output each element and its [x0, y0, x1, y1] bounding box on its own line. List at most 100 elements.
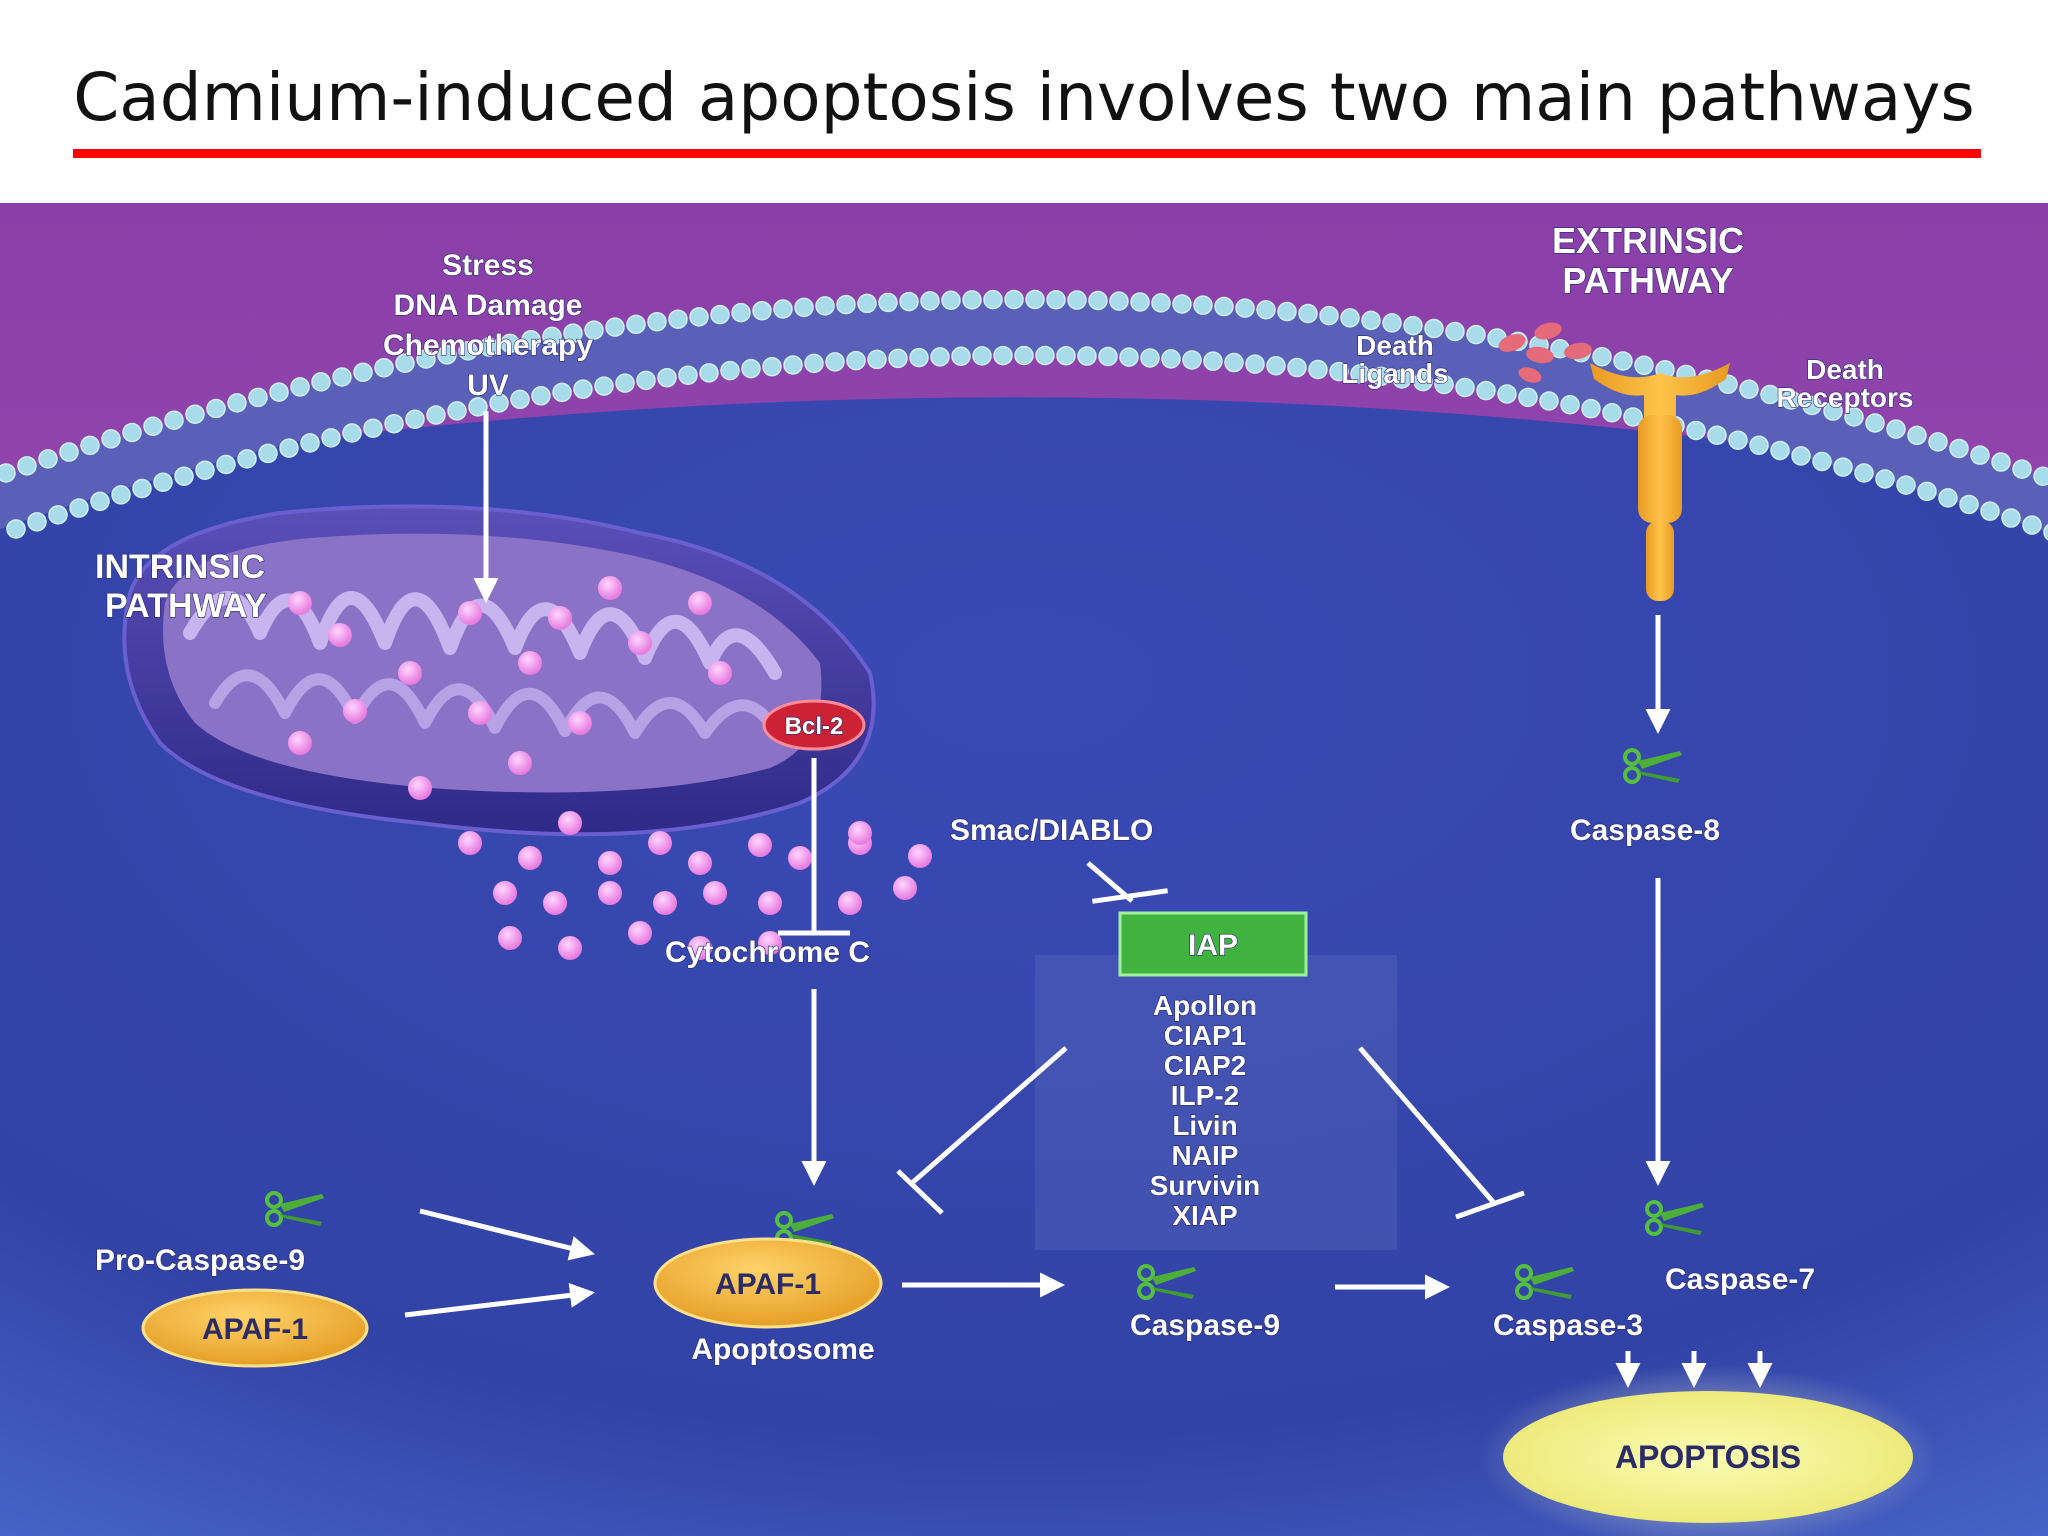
membrane-bead — [1518, 387, 1538, 408]
membrane-bead — [1875, 469, 1895, 489]
membrane-bead — [1056, 345, 1076, 366]
apaf1-complex-badge — [653, 1237, 883, 1329]
membrane-bead — [2001, 508, 2021, 528]
membrane-bead — [1812, 451, 1832, 472]
membrane-bead — [1256, 299, 1276, 320]
membrane-bead — [531, 386, 551, 406]
membrane-bead — [962, 290, 982, 310]
membrane-bead — [1739, 379, 1759, 400]
membrane-bead — [479, 337, 499, 357]
membrane-bead — [143, 416, 163, 437]
membrane-bead — [846, 350, 866, 371]
membrane-bead — [1014, 345, 1034, 366]
iap-member-naip: NAIP — [1172, 1140, 1239, 1171]
membrane-bead — [2043, 523, 2048, 541]
membrane-bead — [1728, 430, 1748, 450]
membrane-bead — [1025, 289, 1045, 310]
iap-member-apollon: Apollon — [1153, 990, 1257, 1021]
membrane-bead — [647, 311, 667, 332]
membrane-bead — [1623, 407, 1643, 427]
membrane-bead — [909, 347, 929, 368]
membrane-bead — [1854, 463, 1874, 483]
membrane-bead — [1539, 391, 1559, 411]
membrane-bead — [1308, 359, 1328, 380]
membrane-bead — [1350, 364, 1370, 384]
membrane-bead — [1592, 346, 1612, 367]
cytochrome-c-dot — [328, 623, 352, 647]
membrane-bead — [605, 317, 625, 337]
membrane-bead — [930, 347, 950, 367]
membrane-bead — [857, 293, 877, 314]
membrane-bead — [720, 360, 740, 381]
membrane-bead — [920, 291, 940, 311]
cytochrome-c-dot — [543, 891, 567, 915]
title-underline — [73, 149, 1981, 158]
membrane-bead — [626, 314, 646, 335]
membrane-bead — [1203, 351, 1223, 371]
cytochrome-c-dot — [548, 606, 572, 630]
membrane-bead — [426, 405, 446, 425]
pathway-arrows — [404, 411, 1773, 1388]
membrane-bead — [1749, 435, 1769, 456]
death-receptors-label-line1: Death — [1806, 354, 1884, 385]
membrane-bead — [1823, 401, 1843, 421]
membrane-bead — [1151, 293, 1171, 313]
membrane-bead — [1581, 398, 1601, 419]
membrane-bead — [2012, 459, 2032, 479]
intrinsic-pathway-label-line1: INTRINSIC — [95, 548, 265, 586]
membrane-bead — [279, 438, 299, 458]
apoptosis-label: APOPTOSIS — [1615, 1439, 1801, 1475]
caspase-9-label: Caspase-9 — [1130, 1309, 1280, 1342]
apoptosis-pathway-diagram: Bcl-2 IAP Stress DNA Damage Chemotherapy… — [0, 203, 2048, 1536]
mitochondrion-icon — [122, 504, 876, 837]
membrane-bead — [2033, 466, 2048, 487]
membrane-bead — [1088, 290, 1108, 311]
membrane-bead — [1245, 354, 1265, 374]
membrane-bead — [615, 373, 635, 393]
membrane-bead — [59, 442, 79, 462]
membrane-bead — [1434, 374, 1454, 395]
membrane-bead — [122, 422, 142, 443]
membrane-bead — [1613, 351, 1633, 371]
membrane-bead — [1277, 301, 1297, 322]
cytochrome-c-dot — [648, 831, 672, 855]
membrane-bead — [1602, 402, 1622, 423]
cytochrome-c-dot — [848, 821, 872, 845]
membrane-bead — [1098, 346, 1118, 367]
cytochrome-c-dot — [558, 811, 582, 835]
membrane-bead — [983, 289, 1003, 310]
membrane-bead — [1298, 303, 1318, 324]
membrane-bead — [888, 348, 908, 369]
membrane-bead — [311, 372, 331, 392]
iap-member-ilp2: ILP-2 — [1171, 1080, 1239, 1111]
cytochrome-c-dot — [598, 851, 622, 875]
membrane-bead — [206, 398, 226, 419]
membrane-bead — [1035, 345, 1055, 366]
membrane-bead — [321, 428, 341, 448]
membrane-bead — [993, 345, 1013, 366]
membrane-bead — [1959, 494, 1979, 515]
membrane-bead — [815, 296, 835, 316]
apoptosis-ellipse — [1503, 1391, 1913, 1523]
membrane-bead — [1928, 432, 1948, 452]
membrane-bead — [1917, 481, 1937, 502]
cytochrome-c-dot — [598, 576, 622, 600]
cytochrome-c-dot — [628, 631, 652, 655]
membrane-bead — [2022, 515, 2042, 535]
membrane-bead — [699, 363, 719, 383]
apaf1-free-label: APAF-1 — [202, 1313, 308, 1346]
membrane-bead — [101, 429, 121, 449]
membrane-bead — [1046, 289, 1066, 310]
membrane-bead — [363, 418, 383, 439]
membrane-bead — [1235, 298, 1255, 318]
membrane-bead — [437, 345, 457, 365]
membrane-bead — [762, 356, 782, 377]
iap-member-ciap2: CIAP2 — [1164, 1050, 1246, 1081]
membrane-bead — [269, 382, 289, 402]
membrane-bead — [1340, 308, 1360, 328]
membrane-bead — [1802, 395, 1822, 416]
cytochrome-c-dot — [458, 831, 482, 855]
cytochrome-c-dot — [493, 881, 517, 905]
membrane-bead — [290, 377, 310, 397]
membrane-bead — [804, 353, 824, 374]
